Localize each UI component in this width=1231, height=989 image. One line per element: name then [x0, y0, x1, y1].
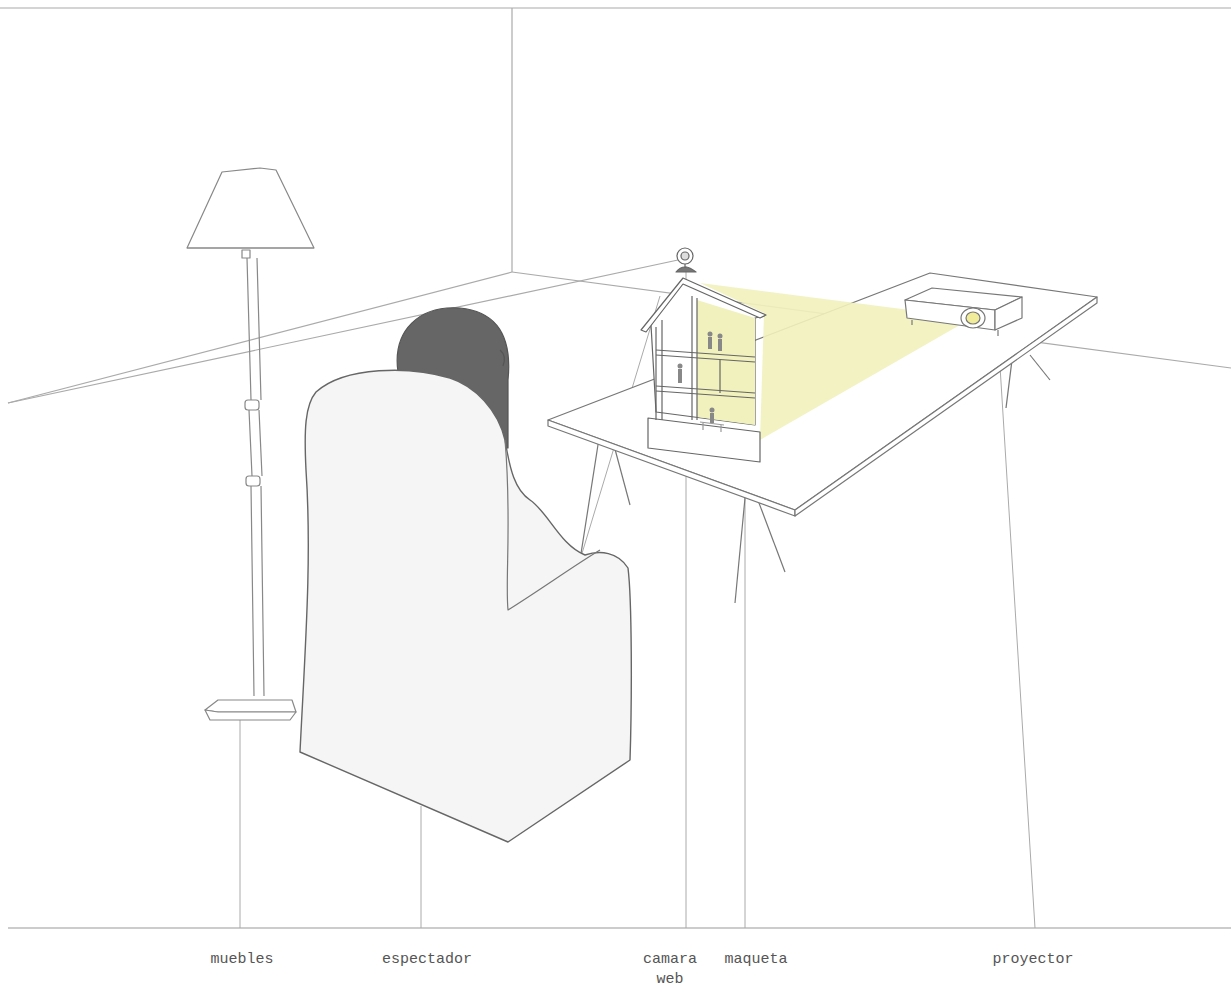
part-label: maqueta: [706, 950, 806, 970]
webcam: [676, 248, 696, 272]
spectator-face: [500, 350, 504, 366]
part-label: camara web: [638, 950, 702, 989]
part-label: proyector: [973, 950, 1093, 970]
room-corner: [511, 8, 512, 272]
figures: [678, 332, 723, 424]
armchair: [300, 370, 631, 842]
projector: [905, 288, 1022, 336]
dollhouse-model: [641, 278, 766, 462]
part-label: muebles: [182, 950, 302, 970]
armchair-arm: [505, 440, 600, 610]
floor-lamp: [187, 168, 314, 720]
table: [548, 273, 1097, 603]
part-label: espectador: [357, 950, 497, 970]
frame-bottom: [8, 927, 1231, 928]
frame-top: [0, 7, 1231, 8]
